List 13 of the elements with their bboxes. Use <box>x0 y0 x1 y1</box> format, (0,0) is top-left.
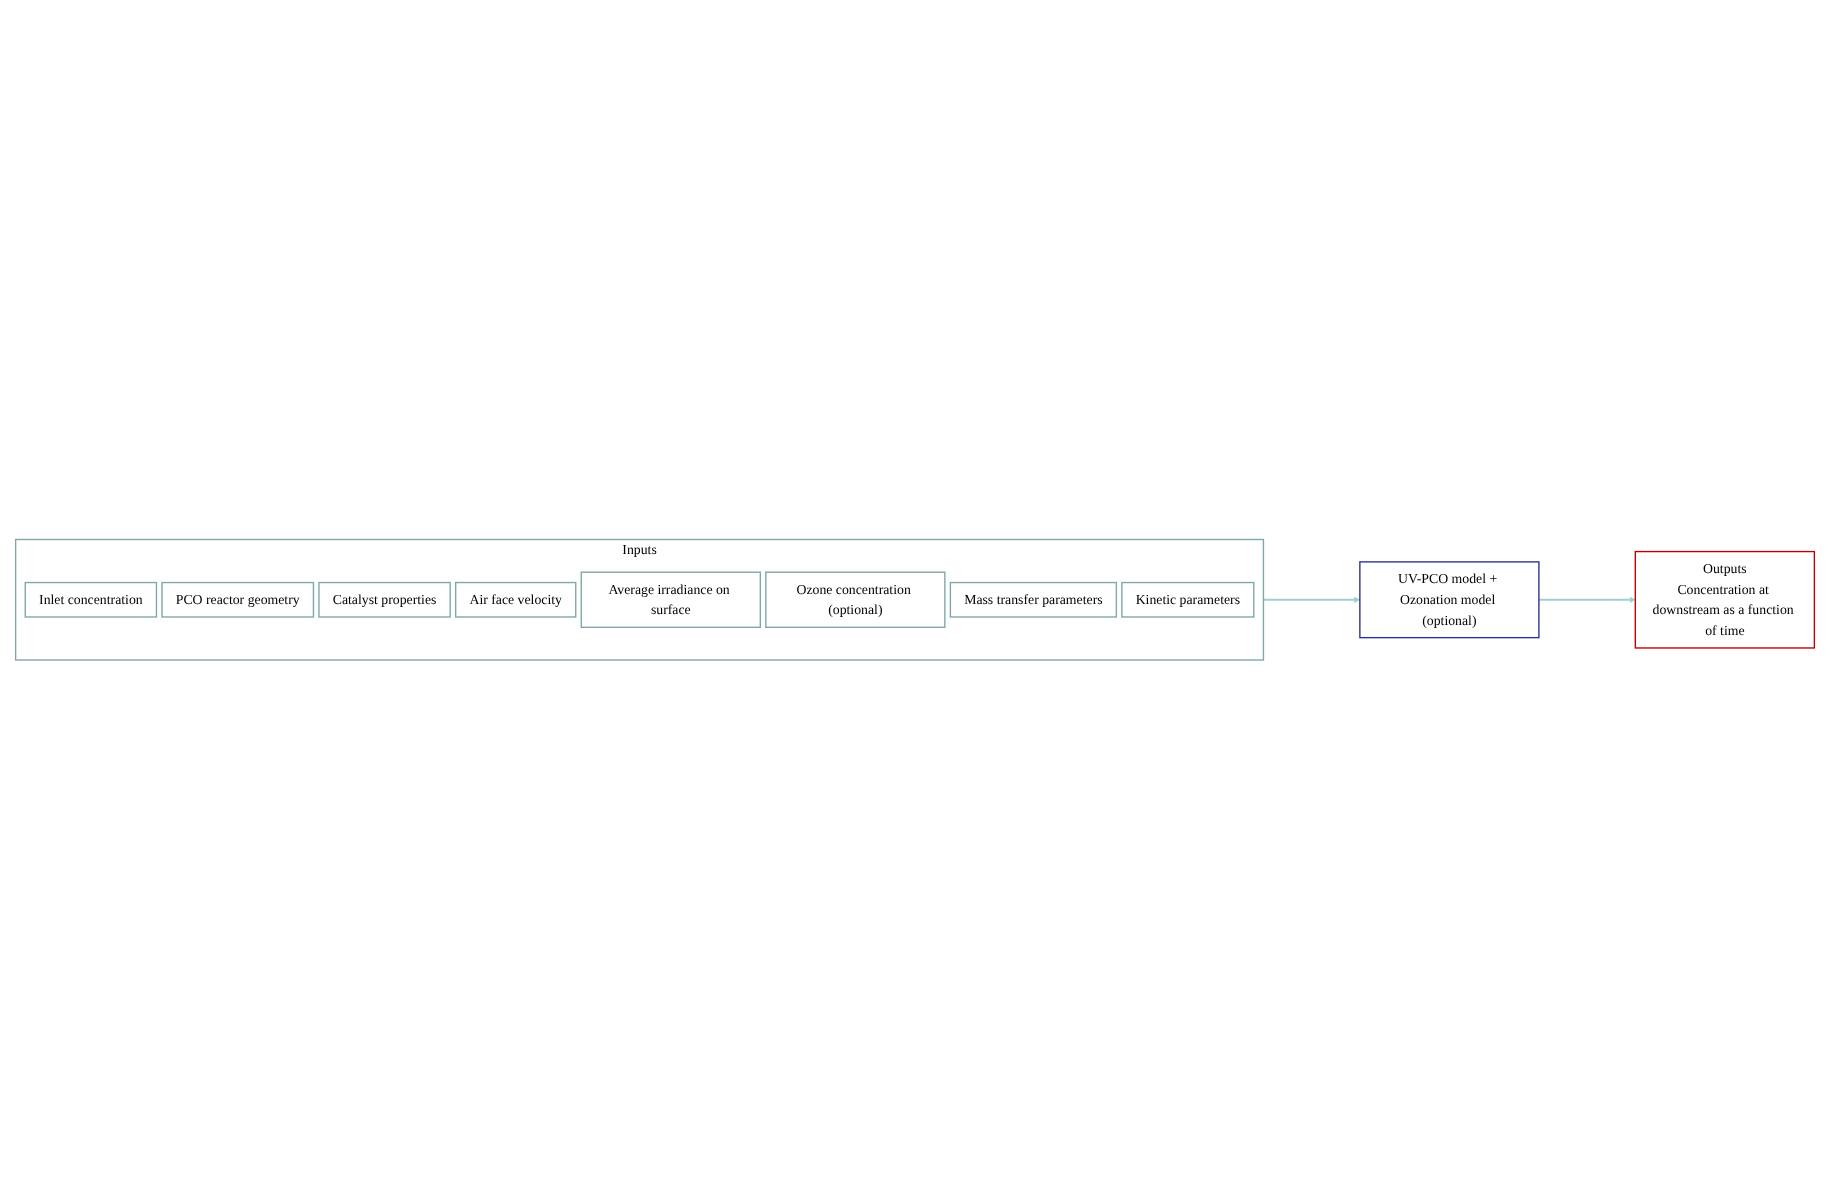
node-box <box>1359 560 1540 638</box>
node-box <box>318 581 451 617</box>
node-box <box>765 570 946 628</box>
node-box <box>949 581 1118 617</box>
cluster <box>14 538 1265 660</box>
node-box <box>580 570 761 628</box>
node-box <box>455 581 577 617</box>
node-box <box>161 581 315 617</box>
node-box <box>1121 581 1255 617</box>
node-box <box>24 581 158 617</box>
node-box <box>1634 550 1816 648</box>
arrow <box>1538 595 1636 602</box>
arrow <box>1263 595 1361 602</box>
